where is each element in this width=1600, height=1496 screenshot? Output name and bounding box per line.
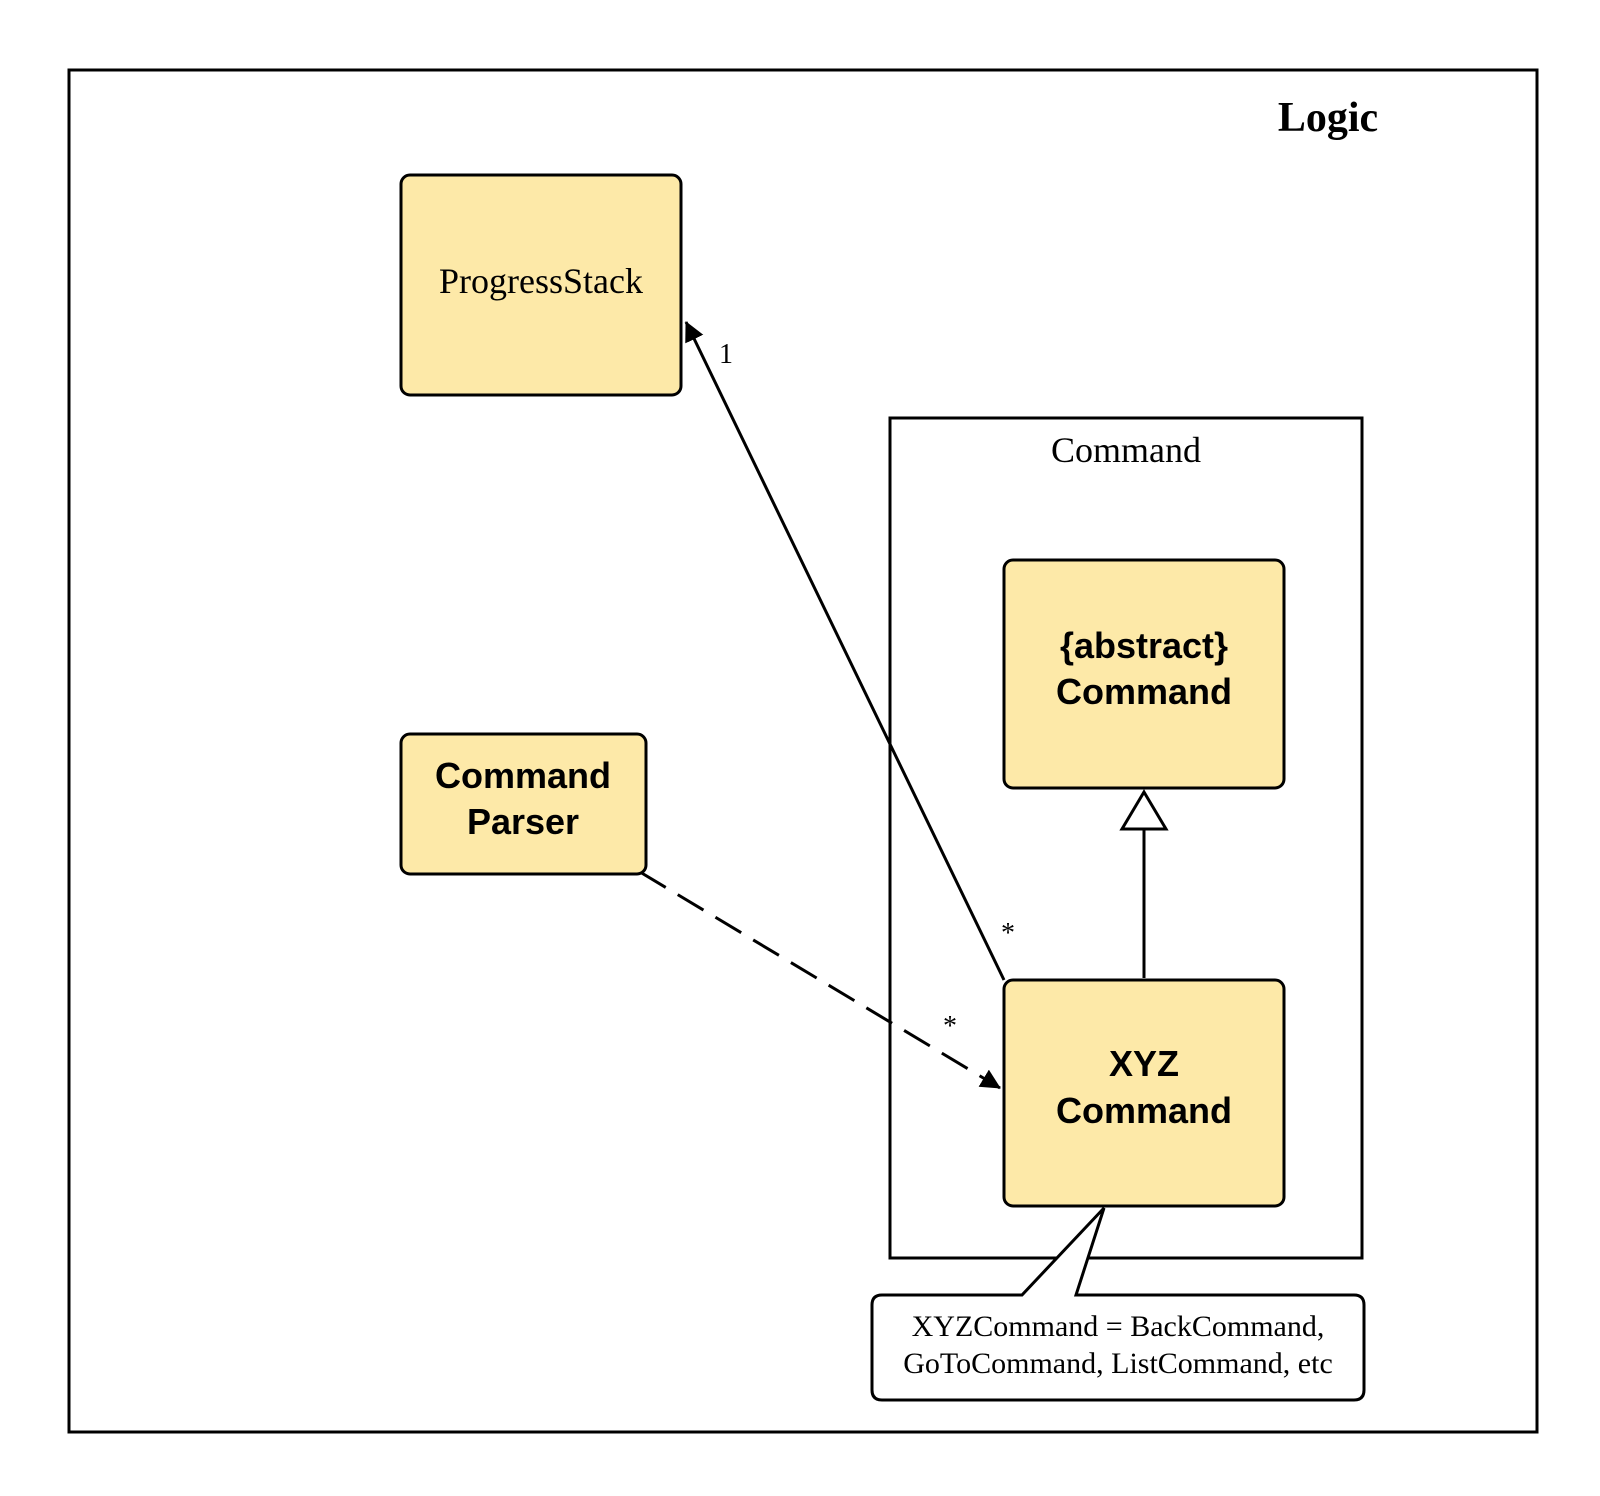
note-line2: GoToCommand, ListCommand, etc bbox=[903, 1347, 1333, 1380]
class-abstract-command-line1: {abstract} bbox=[1060, 625, 1228, 666]
class-xyz-command-line1: XYZ bbox=[1109, 1043, 1179, 1084]
multiplicity-xyz-source: * bbox=[1001, 918, 1015, 949]
multiplicity-xyz-target: * bbox=[943, 1011, 957, 1042]
class-xyz-command-box bbox=[1002, 978, 1286, 1208]
class-abstract-command: {abstract} Command bbox=[1002, 558, 1286, 790]
note-line1: XYZCommand = BackCommand, bbox=[912, 1310, 1325, 1343]
class-abstract-command-line2: Command bbox=[1056, 671, 1232, 712]
class-command-parser-line2: Parser bbox=[467, 801, 579, 842]
dependency-parser-to-xyz bbox=[639, 870, 1001, 1090]
command-package-title: Command bbox=[1051, 430, 1201, 470]
class-command-parser-line1: Command bbox=[435, 755, 611, 796]
class-xyz-command-line2: Command bbox=[1056, 1090, 1232, 1131]
association-xyz-to-progress-stack bbox=[684, 321, 1006, 981]
logic-frame bbox=[67, 68, 1539, 1434]
class-progress-stack-box bbox=[399, 173, 683, 397]
note-callout: XYZCommand = BackCommand, GoToCommand, L… bbox=[870, 1206, 1366, 1402]
class-command-parser: Command Parser bbox=[399, 732, 648, 876]
multiplicity-progress-stack: 1 bbox=[719, 339, 733, 370]
generalization-triangle bbox=[1119, 789, 1169, 831]
command-package bbox=[888, 416, 1364, 1260]
logic-frame-title: Logic bbox=[1278, 95, 1378, 141]
class-progress-stack-label: ProgressStack bbox=[439, 261, 643, 301]
class-command-parser-box bbox=[399, 732, 648, 876]
class-progress-stack: ProgressStack bbox=[399, 173, 683, 397]
class-xyz-command: XYZ Command bbox=[1002, 978, 1286, 1208]
note-box bbox=[870, 1206, 1366, 1402]
class-abstract-command-box bbox=[1002, 558, 1286, 790]
